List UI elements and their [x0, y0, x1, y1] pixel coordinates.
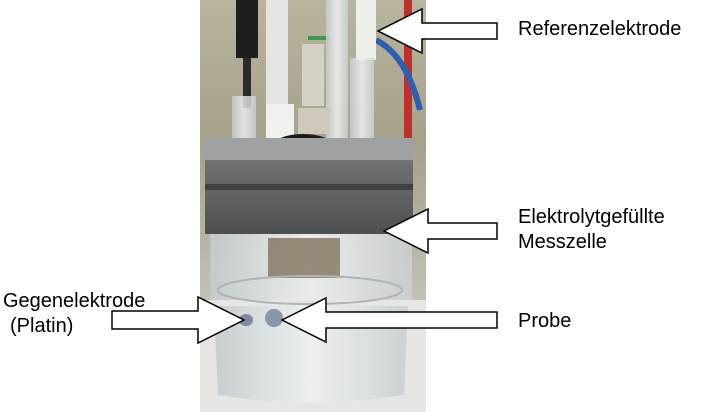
- arrow-sample: [280, 296, 498, 344]
- label-reference-electrode: Referenzelektrode: [518, 18, 682, 40]
- black-electrode-rod: [236, 0, 258, 58]
- arrows: [111, 7, 498, 345]
- arrow-counter-electrode: [111, 295, 246, 345]
- cell-lid-edge: [205, 184, 413, 190]
- ptfe-fitting: [302, 44, 324, 106]
- label-counter-electrode-line2: (Platin): [10, 315, 74, 337]
- reference-electrode-tip: [356, 0, 376, 60]
- reference-electrode-holder: [350, 58, 374, 140]
- label-measuring-cell-line1: Elektrolytgefüllte: [518, 206, 665, 228]
- white-tube: [266, 0, 288, 120]
- reference-electrode-glass: [326, 0, 348, 140]
- sample-spot: [265, 309, 283, 327]
- label-sample: Probe: [518, 310, 572, 332]
- label-counter-electrode: Gegenelektrode (Platin): [3, 289, 145, 339]
- blue-cable: [374, 37, 423, 111]
- glass-beaker: [214, 306, 408, 403]
- electrode-cable: [243, 58, 251, 108]
- label-measuring-cell-line2: Messzelle: [518, 231, 607, 253]
- glass-port-left: [232, 96, 256, 142]
- cell-lid-top: [203, 138, 413, 160]
- cell-lid: [205, 160, 413, 234]
- cell-bottom-rim: [217, 275, 403, 305]
- electrolyte-dark: [268, 238, 340, 278]
- label-counter-electrode-line1: Gegenelektrode: [3, 290, 146, 312]
- photo: [200, 0, 426, 412]
- arrow-measuring-cell: [382, 207, 498, 255]
- fitting-base: [298, 108, 330, 134]
- label-measuring-cell: Elektrolytgefüllte Messzelle: [518, 205, 665, 255]
- arrow-reference-electrode: [376, 7, 498, 55]
- counter-electrode-wire: [239, 314, 253, 326]
